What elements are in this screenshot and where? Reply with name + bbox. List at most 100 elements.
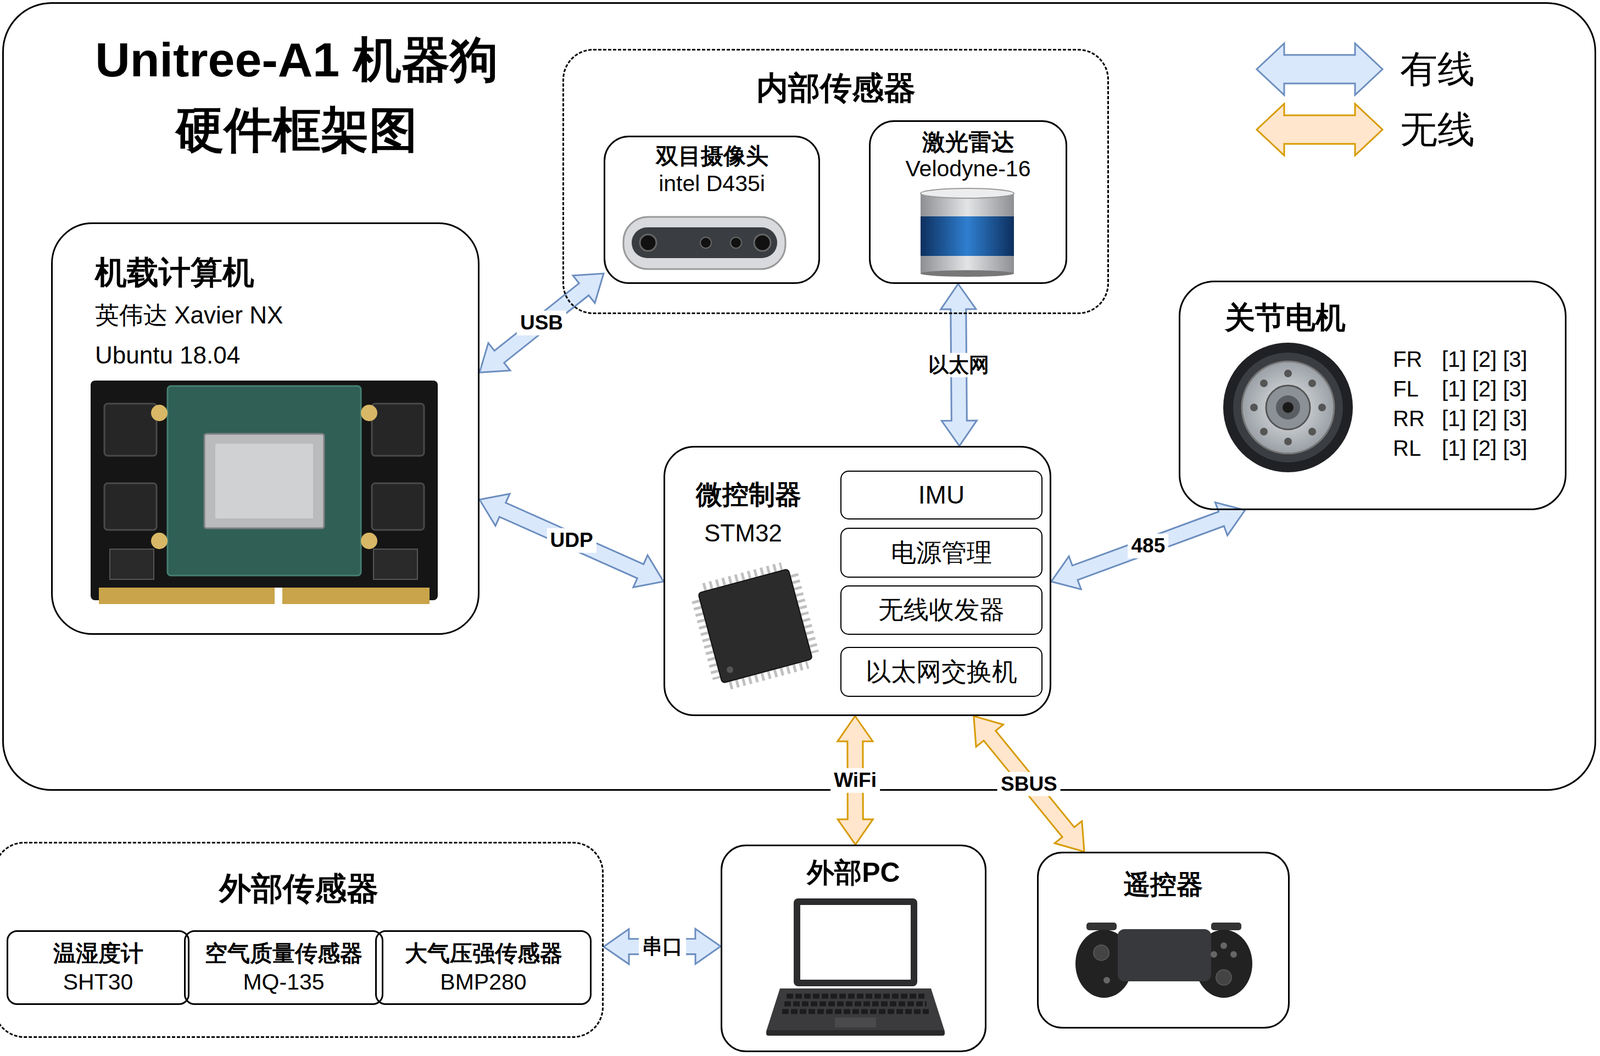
motor-bolt: [1260, 379, 1268, 388]
board-pad: [360, 404, 378, 422]
sensor-box: 温湿度计SHT30: [6, 930, 190, 1006]
legend-swatch: [1256, 103, 1383, 156]
node-text: BMP280: [376, 968, 590, 996]
legend-text: 无线: [1400, 107, 1475, 153]
node-heading: 大气压强传感器: [376, 940, 590, 968]
laptop-touchpad: [834, 1017, 877, 1028]
sensor-box: 空气质量传感器MQ-135: [184, 930, 384, 1006]
legend-item: 有线: [1255, 41, 1475, 97]
node-heading: 无线收发器: [841, 594, 1042, 626]
node-text: Velodyne-16: [870, 155, 1066, 183]
module-box: 电源管理: [840, 527, 1043, 578]
board-pcb: [90, 380, 438, 601]
lidar-top: [920, 188, 1014, 199]
node-text: RR: [1392, 405, 1425, 432]
remote-box: 遥控器: [1037, 851, 1290, 1029]
node-text: [1] [2] [3]: [1441, 405, 1528, 432]
chip-dot: [726, 665, 735, 674]
laptop: [766, 898, 945, 1036]
motor-bolt: [1318, 403, 1326, 412]
motor-box: 关节电机FR[1] [2] [3]FL[1] [2] [3]RR[1] [2] …: [1178, 280, 1567, 511]
edge-label: 以太网: [924, 352, 993, 378]
board-connector-notch: [274, 587, 283, 605]
edge-label: WiFi: [830, 768, 880, 794]
chip-body: [698, 569, 813, 684]
laptop-base: [766, 988, 945, 1032]
depth-camera: [623, 216, 786, 270]
motor-bolt: [1260, 427, 1268, 436]
controller-bumper: [1211, 922, 1242, 931]
laptop-lip: [766, 1030, 945, 1036]
board-component: [373, 549, 418, 580]
controller-stick: [1093, 945, 1109, 961]
lidar-sensor: [920, 188, 1014, 277]
board-chip-lid: [215, 443, 314, 519]
motor-bolt: [1284, 437, 1292, 446]
remote-controller: [1075, 922, 1253, 999]
node-heading: 外部传感器: [0, 869, 602, 908]
module-box: 以太网交换机: [840, 647, 1043, 698]
legend-text: 有线: [1400, 46, 1475, 92]
block-arrow: [1051, 502, 1246, 590]
node-heading: 以太网交换机: [841, 656, 1042, 688]
node-text: RL: [1392, 435, 1421, 462]
motor-bolt: [1284, 369, 1292, 378]
motor-bore: [1282, 402, 1294, 414]
camera-front: [631, 227, 778, 259]
edge-label: SBUS: [997, 771, 1061, 797]
edge-label: 485: [1127, 533, 1169, 559]
board-pad: [151, 404, 168, 422]
node-heading: 关节电机: [1224, 299, 1346, 336]
board-edge-connector: [98, 587, 430, 605]
board-component: [109, 549, 154, 580]
camera-lens: [639, 234, 657, 252]
controller-stick: [1216, 969, 1232, 986]
node-text: Ubuntu 18.04: [95, 341, 241, 371]
node-text: STM32: [704, 519, 783, 549]
node-heading: Unitree-A1 机器狗 硬件框架图: [21, 24, 572, 165]
board-pad: [360, 532, 378, 550]
xavier-nx-board: [90, 380, 438, 605]
block-arrow: [603, 928, 721, 964]
camera-lens: [754, 234, 771, 252]
controller-button: [1220, 942, 1228, 950]
node-text: intel D435i: [605, 170, 819, 198]
node-heading: 内部传感器: [564, 68, 1108, 108]
edge-label: UDP: [546, 528, 596, 554]
camera-lens: [700, 237, 712, 249]
camera-lens: [730, 237, 742, 249]
joint-motor: [1223, 342, 1353, 473]
node-text: [1] [2] [3]: [1441, 435, 1528, 462]
edge-label: USB: [516, 310, 567, 336]
pc-box: 外部PC: [720, 844, 987, 1053]
board-inductor: [104, 483, 157, 531]
block-arrow: [973, 716, 1085, 852]
node-text: [1] [2] [3]: [1441, 375, 1528, 403]
laptop-screen: [800, 905, 911, 980]
legend-swatch-frame: [1255, 41, 1385, 97]
mcu-box: 微控制器STM32IMU电源管理无线收发器以太网交换机: [663, 446, 1052, 717]
controller-button: [1210, 951, 1218, 958]
lidar-window: [920, 216, 1014, 256]
motor-shaft: [1275, 395, 1301, 420]
node-heading: 电源管理: [841, 537, 1042, 568]
laptop-keys: [782, 1009, 929, 1015]
sensor-group: 内部传感器双目摄像头intel D435i激光雷达Velodyne-16: [562, 48, 1109, 315]
node-heading: 温湿度计: [8, 940, 188, 968]
node-text: FR: [1392, 346, 1423, 373]
node-heading: 微控制器: [695, 478, 802, 511]
node-heading: 遥控器: [1038, 868, 1289, 901]
node-text: 英伟达 Xavier NX: [95, 300, 283, 331]
computer-box: 机载计算机英伟达 Xavier NXUbuntu 18.04: [51, 222, 480, 635]
node-heading: 空气质量传感器: [185, 940, 382, 968]
board-inductor: [371, 483, 425, 531]
node-heading: 外部PC: [722, 856, 985, 890]
laptop-keys: [786, 994, 925, 1000]
sensor-group: 外部传感器温湿度计SHT30空气质量传感器MQ-135大气压强传感器BMP280: [0, 842, 604, 1039]
edge-label: 串口: [638, 934, 687, 960]
board-chip: [204, 433, 325, 529]
motor-bolt: [1308, 379, 1317, 388]
board-pad: [151, 532, 168, 550]
